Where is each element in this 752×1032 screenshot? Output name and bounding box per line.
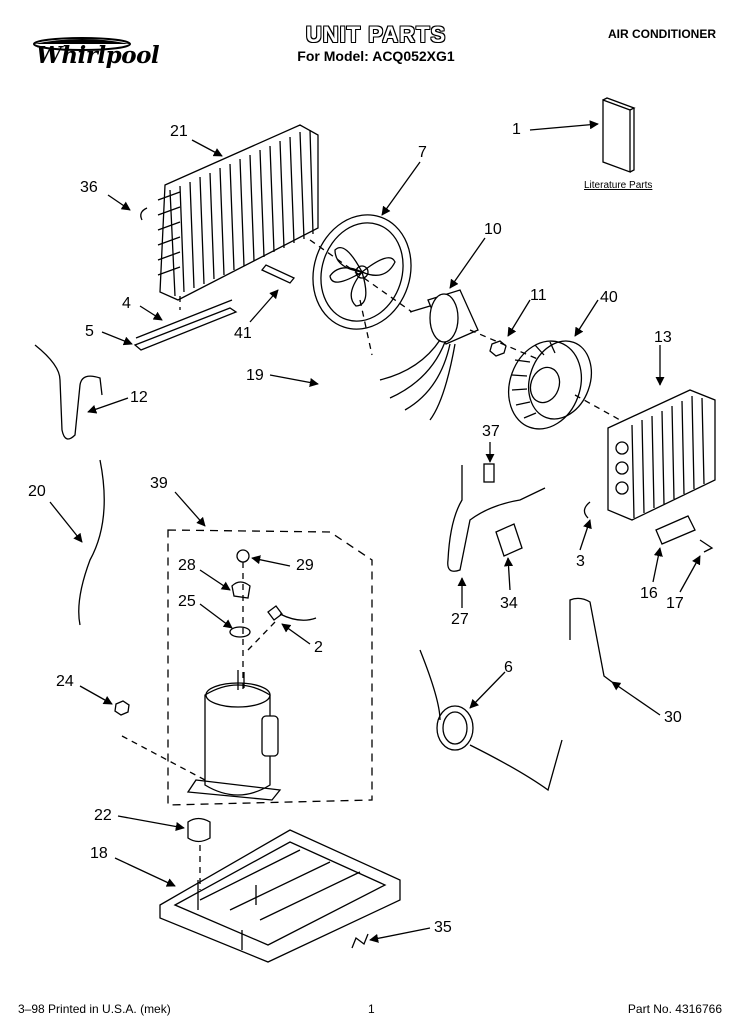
footer-part-number: Part No. 4316766 (627, 1002, 722, 1016)
callout-16: 16 (640, 585, 658, 602)
capillary-tube-part (569, 597, 613, 683)
callout-30: 30 (664, 709, 682, 726)
fan-motor-part (379, 289, 479, 421)
callout-40: 40 (600, 289, 618, 306)
callout-19: 19 (246, 367, 264, 384)
callout-2: 2 (314, 639, 323, 656)
bracket-part (260, 264, 296, 284)
callout-3: 3 (576, 553, 585, 570)
terminal-cover-part (267, 605, 317, 621)
compressor-group-outline (167, 529, 373, 806)
wire-harness-part (78, 459, 105, 626)
nut-24-part (114, 700, 130, 716)
callout-11: 11 (530, 287, 547, 304)
callout-27: 27 (451, 611, 469, 628)
footer-print-info: 3–98 Printed in U.S.A. (mek) (18, 1002, 171, 1016)
callout-37: 37 (482, 423, 500, 440)
bracket-16-part (655, 515, 696, 545)
callout-34: 34 (500, 595, 518, 612)
callout-35: 35 (434, 919, 452, 936)
callout-39: 39 (150, 475, 168, 492)
footer-page-number: 1 (368, 1002, 375, 1016)
callout-5: 5 (85, 323, 94, 340)
clip-3-part (583, 501, 591, 519)
callout-18: 18 (90, 845, 108, 862)
callout-7: 7 (418, 144, 427, 161)
callout-36: 36 (80, 179, 98, 196)
callout-17: 17 (666, 595, 684, 612)
callout-29: 29 (296, 557, 314, 574)
model-line: For Model: ACQ052XG1 (297, 48, 455, 64)
bracket-37-part (483, 463, 495, 483)
tubing-part (34, 344, 103, 440)
compressor-part (186, 670, 282, 801)
blower-wheel-part (508, 340, 592, 430)
callout-10: 10 (484, 221, 502, 238)
callout-22: 22 (94, 807, 112, 824)
brand-logo-text: Whirlpool (36, 42, 160, 69)
literature-parts-label: Literature Parts (584, 180, 653, 191)
tube-loop-part (419, 649, 563, 792)
category-label: AIR CONDITIONER (608, 27, 716, 41)
callout-21: 21 (170, 123, 188, 140)
base-pan-part (159, 829, 401, 963)
literature-booklet-part (602, 97, 636, 173)
tab-17-part (699, 539, 714, 553)
fan-blade-part (312, 214, 412, 330)
dashed-connection-lines (121, 239, 621, 890)
callout-25: 25 (178, 593, 196, 610)
callout-12: 12 (130, 389, 148, 406)
page-title: UNIT PARTS (305, 22, 447, 47)
whirlpool-logo (33, 37, 131, 51)
grommet-25-part (229, 626, 251, 638)
callout-41: 41 (234, 325, 252, 342)
callout-13: 13 (654, 329, 672, 346)
leader-lines (49, 120, 701, 943)
clip-36-part (140, 207, 148, 221)
nut-29-part (236, 549, 250, 563)
callout-4: 4 (122, 295, 131, 312)
callout-24: 24 (56, 673, 74, 690)
nut-part (489, 340, 507, 357)
callout-20: 20 (28, 483, 46, 500)
callout-6: 6 (504, 659, 513, 676)
clip-35-part (351, 933, 369, 949)
condenser-coil-part (157, 124, 319, 301)
thermostat-tube-part (447, 465, 546, 572)
callout-1: 1 (512, 121, 521, 138)
mount-22-part (187, 817, 211, 843)
evaporator-coil-part (607, 389, 716, 521)
callout-28: 28 (178, 557, 196, 574)
insulation-pad-part (495, 523, 523, 557)
drain-channel-part (133, 299, 238, 351)
clamp-28-part (231, 581, 251, 599)
